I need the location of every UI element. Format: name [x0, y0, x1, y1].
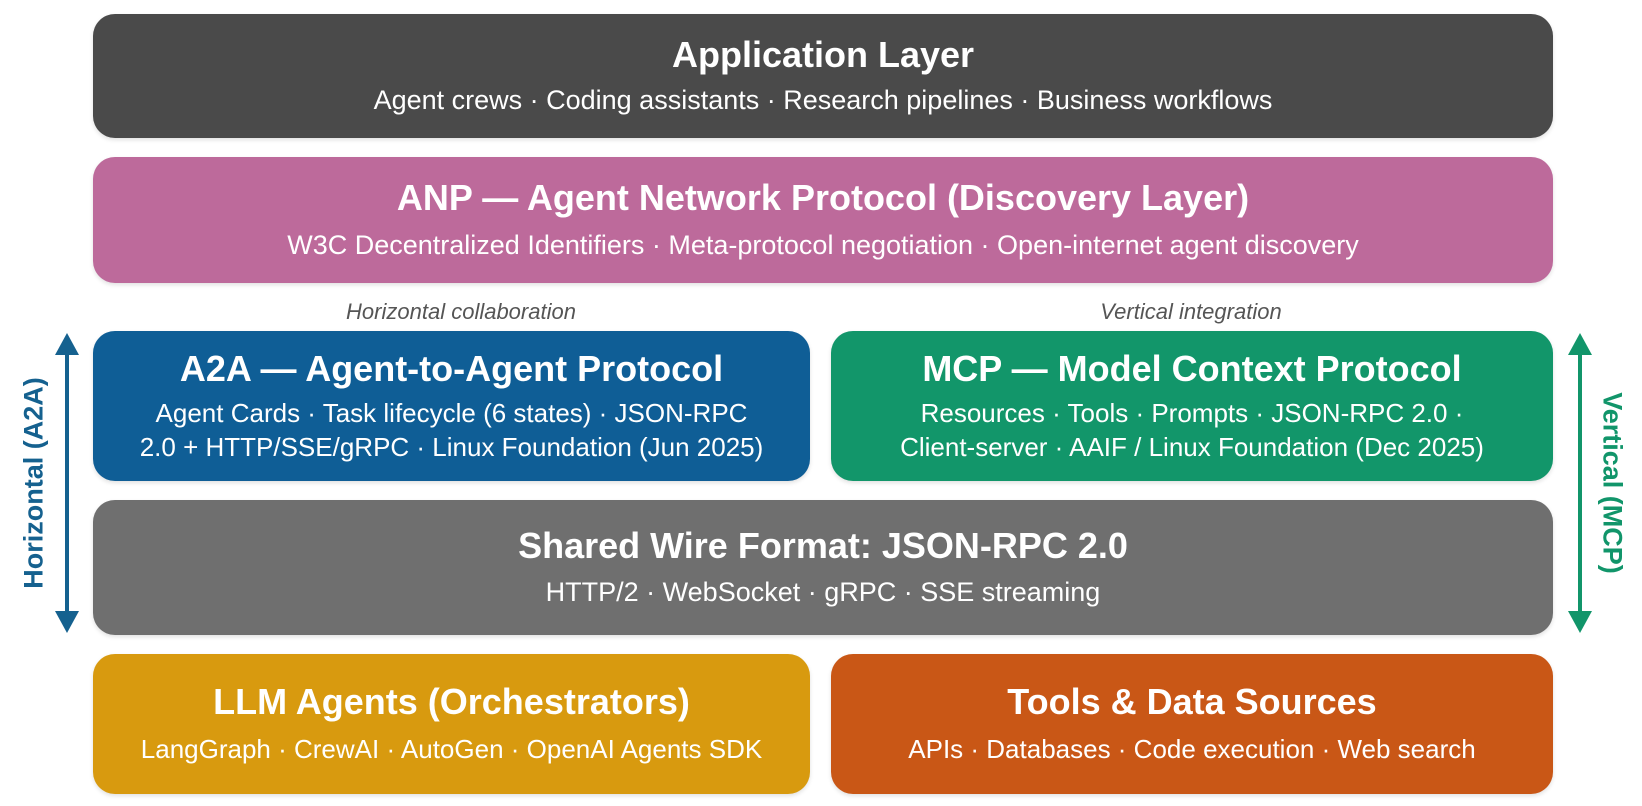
horizontal-collaboration-caption: Horizontal collaboration [346, 299, 576, 324]
a2a-title: A2A — Agent-to-Agent Protocol [179, 347, 724, 389]
horizontal-double-arrow-icon [55, 333, 79, 633]
llm-agents-box: LLM Agents (Orchestrators) LangGraph · C… [93, 654, 810, 794]
application-layer-subtitle: Agent crews · Coding assistants · Resear… [373, 85, 1273, 116]
tools-data-subtitle: APIs · Databases · Code execution · Web … [908, 733, 1476, 764]
llm-agents-title: LLM Agents (Orchestrators) [213, 681, 690, 723]
anp-layer-box: ANP — Agent Network Protocol (Discovery … [93, 157, 1553, 283]
a2a-detail-line-1: Agent Cards · Task lifecycle (6 states) … [155, 397, 748, 428]
vertical-mcp-side-label: Vertical (MCP) [1597, 392, 1628, 574]
mcp-detail-line-2: Client-server · AAIF / Linux Foundation … [900, 431, 1484, 462]
left-arrow-head-up [55, 333, 79, 355]
a2a-detail-line-2: 2.0 + HTTP/SSE/gRPC · Linux Foundation (… [139, 431, 764, 462]
tools-data-sources-box: Tools & Data Sources APIs · Databases · … [831, 654, 1553, 794]
vertical-double-arrow-icon [1568, 333, 1592, 633]
a2a-protocol-box: A2A — Agent-to-Agent Protocol Agent Card… [93, 331, 810, 481]
tools-data-title: Tools & Data Sources [1007, 681, 1377, 723]
horizontal-a2a-side-label: Horizontal (A2A) [18, 377, 49, 589]
mcp-detail-line-1: Resources · Tools · Prompts · JSON-RPC 2… [920, 397, 1464, 428]
vertical-integration-caption: Vertical integration [1100, 299, 1282, 324]
anp-layer-subtitle: W3C Decentralized Identifiers · Meta-pro… [287, 230, 1359, 261]
application-layer-title: Application Layer [671, 33, 975, 75]
right-arrow-head-up [1568, 333, 1592, 355]
llm-agents-subtitle: LangGraph · CrewAI · AutoGen · OpenAI Ag… [140, 733, 763, 764]
anp-layer-title: ANP — Agent Network Protocol (Discovery … [396, 176, 1250, 218]
application-layer-box: Application Layer Agent crews · Coding a… [93, 14, 1553, 138]
right-arrow-head-down [1568, 611, 1592, 633]
wire-format-subtitle: HTTP/2 · WebSocket · gRPC · SSE streamin… [545, 576, 1101, 607]
left-arrow-head-down [55, 611, 79, 633]
wire-format-layer-box: Shared Wire Format: JSON-RPC 2.0 HTTP/2 … [93, 500, 1553, 635]
mcp-protocol-box: MCP — Model Context Protocol Resources ·… [831, 331, 1553, 481]
mcp-title: MCP — Model Context Protocol [922, 347, 1462, 389]
wire-format-title: Shared Wire Format: JSON-RPC 2.0 [518, 525, 1128, 567]
